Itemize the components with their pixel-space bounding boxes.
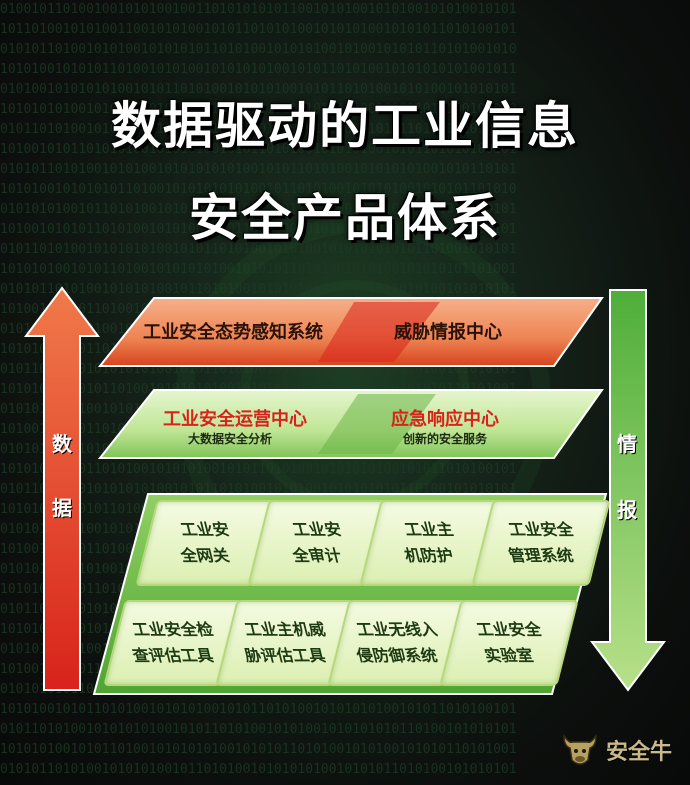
data-label-2: 据	[52, 496, 72, 520]
cell-line: 查评估工具	[130, 646, 216, 665]
top-band	[97, 297, 604, 367]
intel-down-arrow	[590, 289, 666, 692]
emergency-response-label: 应急响应中心	[391, 409, 499, 430]
cell-line: 工业安全	[506, 520, 576, 539]
operations-center-sub: 大数据安全分析	[187, 432, 272, 446]
cell-line: 机防护	[402, 546, 456, 565]
cell-line: 工业主	[402, 520, 456, 539]
product-cell-security-lab: 工业安全实验室	[439, 600, 579, 686]
emergency-response-sub: 创新的安全服务	[402, 432, 487, 446]
cell-line: 全审计	[290, 546, 344, 565]
cell-line: 侵防御系统	[354, 646, 440, 665]
data-label-1: 数	[52, 432, 72, 456]
cell-line: 管理系统	[506, 546, 576, 565]
brand-name: 安全牛	[606, 740, 673, 765]
data-up-arrow	[24, 286, 100, 691]
ox-head-icon	[563, 733, 597, 765]
cell-line: 全网关	[178, 546, 232, 565]
title-line-2: 安全产品体系	[189, 189, 501, 247]
situational-awareness-label: 工业安全态势感知系统	[143, 322, 323, 343]
operations-center-label: 工业安全运营中心	[163, 409, 307, 430]
intel-label-1: 情	[617, 432, 637, 456]
title-line-1: 数据驱动的工业信息	[111, 97, 579, 155]
cell-line: 工业安全检	[130, 620, 216, 639]
cell-line: 胁评估工具	[242, 646, 328, 665]
cell-line: 工业无线入	[354, 620, 440, 639]
cell-line: 工业安	[290, 520, 344, 539]
cell-line: 工业主机威	[242, 620, 328, 639]
cell-line: 工业安全	[474, 620, 544, 639]
brand-logo: 安全牛	[560, 730, 672, 770]
cell-line: 实验室	[482, 646, 536, 665]
cell-line: 工业安	[178, 520, 232, 539]
mid-band	[97, 389, 604, 459]
intel-label-2: 报	[617, 498, 637, 522]
product-cell-management-system: 工业安全管理系统	[471, 500, 611, 586]
threat-intel-label: 威胁情报中心	[394, 322, 502, 343]
